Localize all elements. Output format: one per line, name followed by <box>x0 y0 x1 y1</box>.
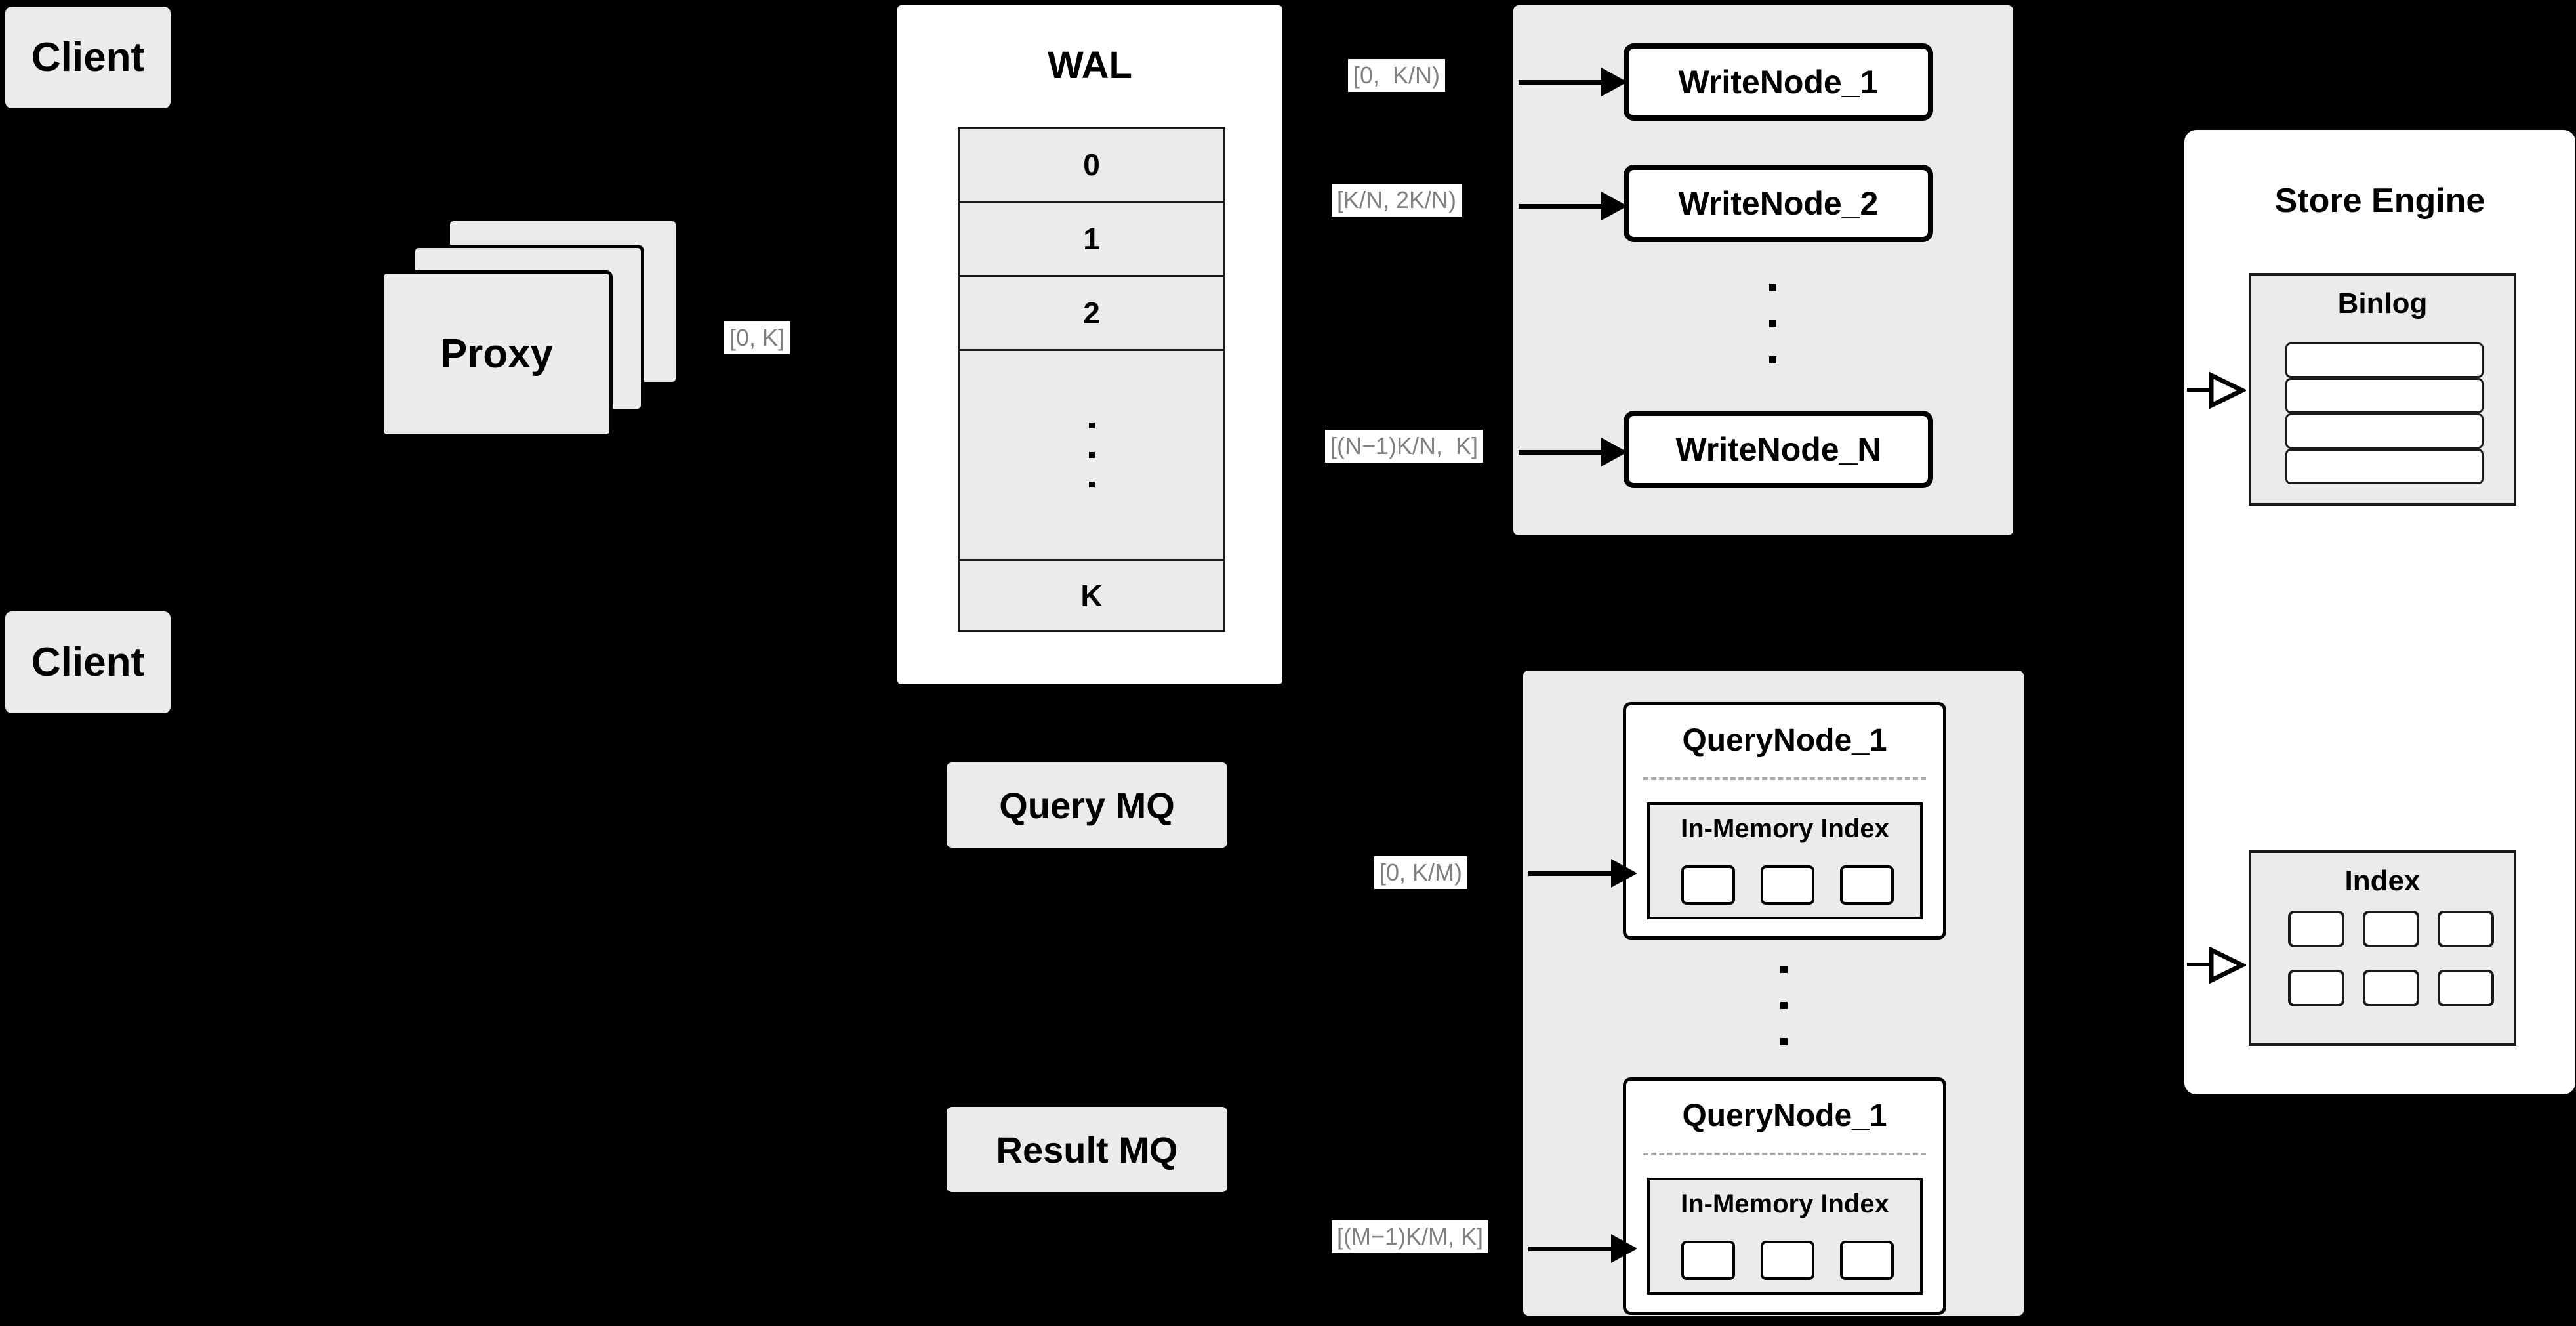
write-node-2-label: WriteNode_2 <box>1678 185 1879 222</box>
query-node-1-in-memory-index: In-Memory Index <box>1647 802 1923 919</box>
result-mq-label: Result MQ <box>996 1129 1178 1171</box>
binlog-panel: Binlog <box>2249 273 2516 506</box>
query-node-1-range-label: [0, K/M) <box>1374 856 1468 890</box>
arrow-shaft <box>1519 204 1604 209</box>
index-title: Index <box>2344 865 2421 897</box>
proxy-output-range-label: [0, K] <box>724 321 790 355</box>
binlog-title: Binlog <box>2337 287 2428 320</box>
binlog-row-1 <box>2285 342 2484 378</box>
write-ellipsis-dot-1 <box>1769 284 1776 291</box>
write-node-2[interactable]: WriteNode_2 <box>1624 165 1933 242</box>
query-node-2-in-memory-index: In-Memory Index <box>1647 1178 1923 1295</box>
write-ellipsis-dot-3 <box>1769 356 1776 363</box>
query-node-1-label: QueryNode_1 <box>1682 723 1887 758</box>
proxy-label: Proxy <box>440 331 554 377</box>
query-ellipsis-dot-1 <box>1780 966 1788 973</box>
query-node-2-divider <box>1643 1153 1926 1155</box>
proxy-stack-layer-front <box>380 270 613 438</box>
query-node-2-index-title: In-Memory Index <box>1681 1190 1889 1218</box>
wal-row-k: K <box>960 561 1223 630</box>
open-arrow-head-icon <box>2209 372 2246 409</box>
write-node-n-label: WriteNode_N <box>1675 431 1881 468</box>
wal-panel: WAL 0 1 2 K <box>897 5 1282 684</box>
write-node-cluster: WriteNode_1 WriteNode_2 WriteNode_N <box>1513 5 2013 535</box>
wal-row-2: 2 <box>960 277 1223 351</box>
index-cell-4 <box>2288 970 2344 1006</box>
query-node-1-index-slot-2 <box>1761 865 1814 905</box>
client-box-2[interactable]: Client <box>5 611 171 713</box>
wal-ellipsis-dot-2 <box>1088 452 1095 458</box>
binlog-row-3 <box>2285 413 2484 449</box>
query-ellipsis-dot-3 <box>1780 1038 1788 1045</box>
arrow-head-icon <box>1601 192 1627 220</box>
query-node-2[interactable]: QueryNode_1 In-Memory Index <box>1623 1077 1946 1315</box>
arrow-shaft <box>1528 871 1614 876</box>
query-mq-box[interactable]: Query MQ <box>947 762 1227 848</box>
query-node-1-divider <box>1643 777 1926 780</box>
arrow-head-icon <box>1601 68 1627 96</box>
client-label-1: Client <box>31 35 145 80</box>
write-node-ellipsis <box>1769 284 1776 363</box>
client-label-2: Client <box>31 640 145 685</box>
write-node-n-range-label: [(N−1)K/N, K] <box>1325 430 1484 463</box>
query-node-1-index-title: In-Memory Index <box>1681 814 1889 843</box>
store-engine-panel: Store Engine Binlog Index <box>2184 130 2575 1094</box>
write-ellipsis-dot-2 <box>1769 320 1776 327</box>
wal-ellipsis-dot-1 <box>1088 423 1095 428</box>
write-node-n[interactable]: WriteNode_N <box>1624 411 1933 488</box>
arrow-head-icon <box>1611 1234 1637 1263</box>
wal-row-ellipsis <box>960 351 1223 561</box>
arrow-shaft <box>1519 450 1604 455</box>
index-cell-1 <box>2288 911 2344 947</box>
binlog-row-4 <box>2285 449 2484 484</box>
query-mq-label: Query MQ <box>999 784 1175 826</box>
index-panel: Index <box>2249 850 2516 1046</box>
client-box-1[interactable]: Client <box>5 7 171 108</box>
query-node-2-index-slot-3 <box>1840 1241 1894 1280</box>
store-engine-title: Store Engine <box>2274 182 2485 220</box>
index-cell-2 <box>2363 911 2419 947</box>
result-mq-box[interactable]: Result MQ <box>947 1107 1227 1192</box>
write-node-2-range-label: [K/N, 2K/N) <box>1332 184 1462 217</box>
arrow-shaft <box>2187 388 2212 392</box>
wal-entry-table: 0 1 2 K <box>958 127 1225 632</box>
arrow-head-icon <box>1611 859 1637 888</box>
index-cell-6 <box>2438 970 2494 1006</box>
write-node-1-range-label: [0, K/N) <box>1348 59 1446 93</box>
query-node-2-index-slot-1 <box>1681 1241 1735 1280</box>
open-arrow-head-icon <box>2209 947 2246 984</box>
write-node-1-label: WriteNode_1 <box>1678 64 1879 100</box>
query-node-2-range-label: [(M−1)K/M, K] <box>1332 1220 1489 1254</box>
index-cell-5 <box>2363 970 2419 1006</box>
wal-row-0: 0 <box>960 129 1223 203</box>
write-node-1[interactable]: WriteNode_1 <box>1624 43 1933 121</box>
index-cell-3 <box>2438 911 2494 947</box>
arrow-shaft <box>1528 1247 1614 1251</box>
query-node-2-index-slot-2 <box>1761 1241 1814 1280</box>
query-node-1-index-slot-3 <box>1840 865 1894 905</box>
wal-title: WAL <box>1048 44 1132 87</box>
wal-row-1: 1 <box>960 203 1223 277</box>
query-node-cluster: QueryNode_1 In-Memory Index QueryNode_1 … <box>1523 671 2024 1316</box>
arrow-shaft <box>1519 80 1604 85</box>
wal-ellipsis-dot-3 <box>1088 482 1095 487</box>
query-node-2-label: QueryNode_1 <box>1682 1098 1887 1133</box>
query-node-1[interactable]: QueryNode_1 In-Memory Index <box>1623 702 1946 940</box>
query-ellipsis-dot-2 <box>1780 1002 1788 1009</box>
query-node-ellipsis <box>1780 966 1788 1045</box>
arrow-shaft <box>2187 963 2212 966</box>
query-node-1-index-slot-1 <box>1681 865 1735 905</box>
arrow-head-icon <box>1601 438 1627 466</box>
binlog-row-2 <box>2285 378 2484 413</box>
